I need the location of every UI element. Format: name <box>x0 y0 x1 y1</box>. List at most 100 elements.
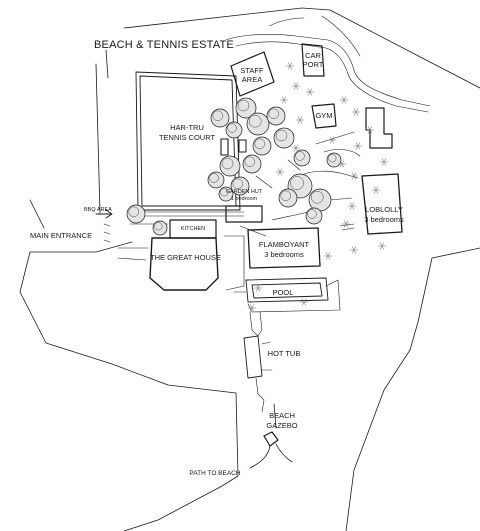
shrub <box>292 82 300 90</box>
shrub <box>366 126 374 134</box>
tree <box>218 186 234 202</box>
staff-area-label-line1: STAFF <box>240 66 264 75</box>
loblolly-label-line1: LOBLOLLY <box>365 205 403 214</box>
tree <box>266 106 286 126</box>
estate-title: BEACH & TENNIS ESTATE <box>94 39 234 51</box>
shrub <box>340 96 348 104</box>
tree <box>235 97 257 119</box>
path-to-beach <box>249 403 293 469</box>
great-house-building <box>149 237 219 291</box>
entrance-arrow <box>95 209 113 219</box>
shrub <box>324 252 332 260</box>
tree-canopy-detail <box>220 188 229 197</box>
tree <box>308 188 332 212</box>
tree <box>326 152 342 168</box>
shrub <box>276 168 284 176</box>
shrub <box>354 142 362 150</box>
car-port-building <box>301 43 325 77</box>
path-to-beach-label: PATH TO BEACH <box>189 470 241 477</box>
tree <box>293 149 311 167</box>
beach-gazebo-shape <box>263 431 279 447</box>
shrub <box>280 96 288 104</box>
tree <box>242 154 262 174</box>
shrub <box>350 246 358 254</box>
tennis-court-label-line1: HAR-TRU <box>170 123 204 132</box>
shrub <box>378 242 386 250</box>
loblolly-label-line2: 3 bedrooms <box>364 214 404 224</box>
tree <box>207 171 225 189</box>
gym-label: GYM <box>315 111 333 120</box>
tree-canopy-detail <box>212 110 223 121</box>
shrub <box>296 116 304 124</box>
kitchen-label: KITCHEN <box>180 226 206 232</box>
tree <box>152 220 168 236</box>
tree-canopy-detail <box>275 129 288 142</box>
great-house-label: THE GREAT HOUSE <box>150 253 221 262</box>
property-boundary <box>19 7 480 531</box>
flamboyant-label-line2: 3 bedrooms <box>264 249 304 259</box>
bbq-area-label: BBQ AREA <box>84 207 112 213</box>
flamboyant-label-line1: FLAMBOYANT <box>258 240 310 249</box>
car-port-label-line2: PORT <box>302 59 324 69</box>
beach-gazebo-label-line1: BEACH <box>269 411 295 420</box>
tree-canopy-detail <box>221 157 234 170</box>
flamboyant-building <box>247 227 321 269</box>
tree-canopy-detail <box>254 138 265 149</box>
tree-canopy-detail <box>244 156 255 167</box>
beach-gazebo-label-line2: GAZEBO <box>266 420 298 430</box>
staff-area-label-line2: AREA <box>241 74 263 84</box>
shrub <box>328 136 336 144</box>
tree-canopy-detail <box>248 114 262 128</box>
shrub <box>306 88 314 96</box>
shrub <box>350 172 358 180</box>
loblolly-building <box>361 173 403 235</box>
east-annex-building <box>365 107 393 149</box>
tree-canopy-detail <box>295 151 305 161</box>
gym-building <box>311 103 337 129</box>
tree <box>126 204 146 224</box>
pool-label: POOL <box>272 288 294 297</box>
tree <box>252 136 272 156</box>
tree-canopy-detail <box>268 108 279 119</box>
hot-tub-outline <box>243 335 263 379</box>
beach-gazebo-label: BEACH GAZEBO <box>262 412 302 429</box>
shrub <box>348 202 356 210</box>
tree <box>225 121 243 139</box>
tree-canopy-detail <box>227 123 237 133</box>
tennis-court-label: HAR-TRU TENNIS COURT <box>152 124 222 141</box>
tree <box>246 112 270 136</box>
tree <box>305 207 323 225</box>
tree-canopy-detail <box>237 99 250 112</box>
tree <box>273 127 295 149</box>
main-entrance-label: MAIN ENTRANCE <box>30 231 93 240</box>
shrub <box>286 62 294 70</box>
garden-hut-label: GARDEN HUT 1 bedroom <box>224 189 264 202</box>
staff-area-building <box>230 51 275 97</box>
car-port-label-line1: CAR <box>305 51 321 60</box>
hot-tub-label: HOT TUB <box>267 349 301 358</box>
tree <box>210 108 230 128</box>
shrub <box>338 160 346 168</box>
shrub <box>248 304 256 312</box>
tree-canopy-detail <box>209 173 219 183</box>
tree-canopy-detail <box>280 190 291 201</box>
tree <box>219 155 241 177</box>
flamboyant-label: FLAMBOYANT 3 bedrooms <box>252 241 316 258</box>
car-port-label: CAR PORT <box>302 52 324 68</box>
garden-hut-label-line2: 1 bedroom <box>230 195 258 202</box>
tree-canopy-detail <box>307 209 317 219</box>
shrub <box>254 284 262 292</box>
tree-canopy-detail <box>311 190 324 204</box>
garden-hut-label-line1: GARDEN HUT <box>225 189 263 195</box>
garden-hut-building <box>225 205 263 223</box>
pool-outline <box>245 277 329 303</box>
tree-canopy-detail <box>232 178 243 189</box>
tree <box>230 176 250 196</box>
tree <box>278 188 298 208</box>
shrub <box>342 220 350 228</box>
shrub <box>352 108 360 116</box>
tree-canopy-detail <box>154 222 163 231</box>
tree-canopy-detail <box>328 154 337 163</box>
loblolly-label: LOBLOLLY 3 bedrooms <box>364 206 404 223</box>
shrub <box>372 186 380 194</box>
